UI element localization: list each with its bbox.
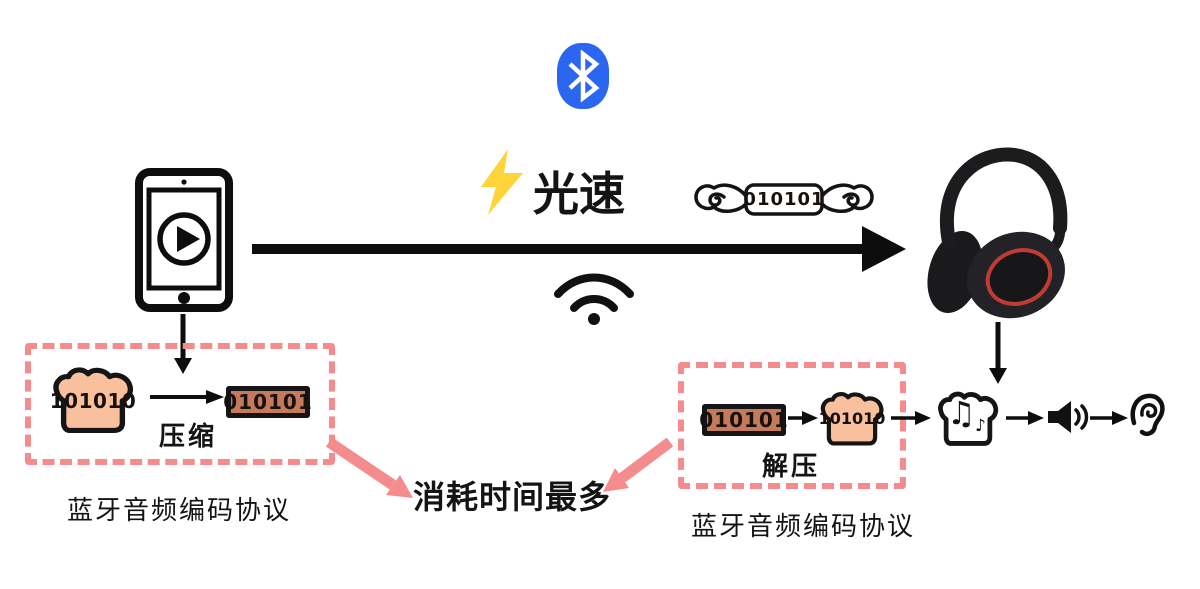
winged-binary-value: 010101: [743, 189, 825, 210]
ear-icon: [1128, 391, 1168, 441]
headphones-icon: [921, 142, 1079, 324]
decompress-label: 解压: [761, 452, 820, 482]
source-codec-caption: 蓝牙音频编码协议: [67, 496, 292, 526]
raw-binary-left: 101010: [49, 389, 137, 413]
bottleneck-label: 消耗时间最多: [413, 478, 612, 516]
tablet-play-icon: [134, 167, 234, 313]
raw-binary-right: 101010: [818, 409, 886, 428]
source-codec-box: [25, 343, 335, 465]
music-note-single: ♪: [975, 416, 986, 436]
playback-arrow-3: [1090, 409, 1130, 427]
toast-icon: 101010: [815, 386, 889, 448]
playback-arrow-2: [1006, 409, 1046, 427]
compress-arrow: [150, 388, 226, 406]
music-note-double: ♫: [947, 394, 976, 432]
speed-label: 光速: [533, 167, 625, 221]
headphones-down-arrow: [985, 322, 1011, 386]
wings-icon: 010101: [694, 180, 874, 226]
lightning-icon: [477, 149, 527, 215]
tablet-down-arrow: [170, 314, 196, 376]
bluetooth-icon: [556, 42, 610, 110]
compressed-binary-left: 010101: [223, 386, 312, 418]
sink-codec-caption: 蓝牙音频编码协议: [691, 512, 916, 542]
bottleneck-arrow-right: [596, 437, 678, 500]
toast-icon: 101010: [46, 360, 140, 436]
transmission-arrow: [250, 225, 908, 273]
wifi-icon: [552, 266, 636, 326]
decompress-arrow: [788, 409, 820, 427]
compress-label: 压缩: [158, 422, 217, 452]
playback-arrow-1: [891, 409, 933, 427]
speaker-icon: [1046, 398, 1090, 436]
music-toast-icon: ♫ ♪: [933, 386, 1003, 448]
bottleneck-arrow-left: [323, 436, 421, 504]
sink-codec-box: [678, 362, 906, 489]
compressed-binary-right: 010101: [699, 404, 788, 436]
